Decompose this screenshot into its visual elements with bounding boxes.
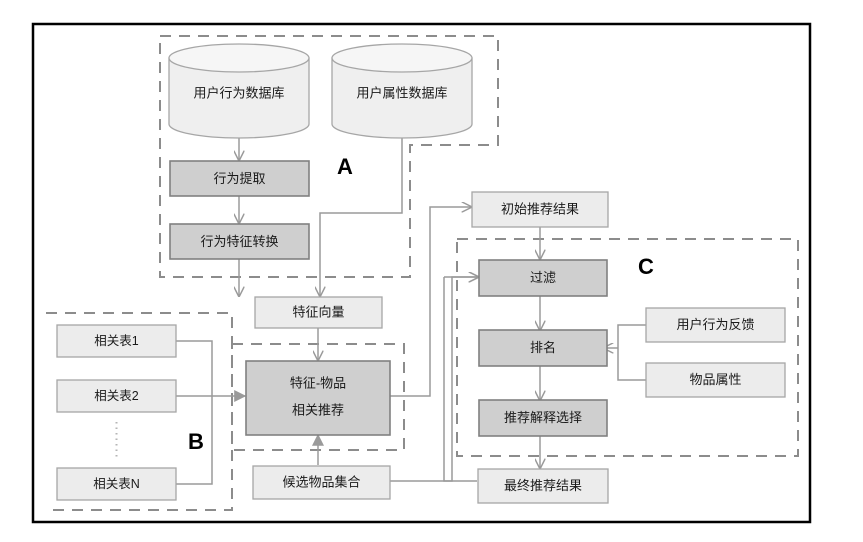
node-filter-label: 过滤: [530, 270, 556, 285]
node-user-behavior-feedback-label: 用户行为反馈: [676, 317, 754, 332]
node-user-profile-db-label: 用户属性数据库: [356, 85, 447, 100]
node-final-rec-result[interactable]: 最终推荐结果: [477, 468, 609, 504]
node-user-behavior-db[interactable]: 用户行为数据库: [168, 43, 310, 139]
node-rec-explanation-select[interactable]: 推荐解释选择: [478, 399, 608, 437]
edge-feedback-bus-bottom: [617, 348, 646, 381]
node-related-table-n[interactable]: 相关表N: [56, 467, 177, 501]
node-user-behavior-db-label: 用户行为数据库: [193, 85, 284, 100]
node-item-attributes-label: 物品属性: [689, 372, 741, 387]
node-feature-item-rec[interactable]: 特征-物品 相关推荐: [245, 360, 391, 436]
node-feature-item-rec-label-line1: 特征-物品: [290, 375, 346, 390]
group-b-letter: B: [188, 429, 204, 454]
node-behavior-extraction[interactable]: 行为提取: [169, 160, 310, 197]
node-feature-vector[interactable]: 特征向量: [254, 296, 383, 329]
node-related-table-2[interactable]: 相关表2: [56, 379, 177, 413]
node-feature-vector-label: 特征向量: [292, 304, 344, 319]
node-related-table-n-label: 相关表N: [93, 477, 140, 491]
group-a-boundary: [159, 35, 499, 278]
node-final-rec-result-label: 最终推荐结果: [504, 478, 582, 493]
edge-rec-to-initial-result: [390, 207, 471, 397]
node-feature-item-rec-label-line2: 相关推荐: [292, 402, 344, 417]
node-ranking[interactable]: 排名: [478, 329, 608, 367]
outer-frame: [31, 22, 812, 524]
edge-candidate-to-filter: [390, 277, 478, 482]
edge-tablen-bus: [176, 396, 213, 485]
node-user-profile-db[interactable]: 用户属性数据库: [331, 43, 473, 139]
node-related-table-2-label: 相关表2: [94, 389, 139, 403]
edge-final-loop-back: [443, 277, 477, 482]
node-behavior-feature-transform[interactable]: 行为特征转换: [169, 223, 310, 260]
node-behavior-extraction-label: 行为提取: [213, 171, 265, 186]
node-related-table-1-label: 相关表1: [94, 334, 139, 348]
group-b-boundary: [46, 312, 233, 511]
node-item-attributes[interactable]: 物品属性: [645, 362, 786, 398]
edge-feedback-bus-top: [617, 324, 646, 348]
group-a-letter: A: [337, 154, 353, 179]
node-initial-rec-result[interactable]: 初始推荐结果: [471, 191, 609, 228]
node-related-table-1[interactable]: 相关表1: [56, 324, 177, 358]
node-filter[interactable]: 过滤: [478, 259, 608, 297]
node-candidate-item-set[interactable]: 候选物品集合: [252, 465, 391, 500]
node-user-behavior-feedback[interactable]: 用户行为反馈: [645, 307, 786, 343]
group-c-letter: C: [638, 254, 654, 279]
group-c-boundary: [456, 238, 799, 457]
node-initial-rec-result-label: 初始推荐结果: [501, 201, 579, 216]
node-behavior-feature-transform-label: 行为特征转换: [200, 234, 278, 249]
edge-table1-bus: [176, 340, 213, 396]
edge-profile-db-to-feature-vector: [320, 136, 403, 296]
node-ranking-label: 排名: [530, 340, 556, 355]
node-candidate-item-set-label: 候选物品集合: [282, 474, 360, 489]
node-rec-explanation-select-label: 推荐解释选择: [504, 410, 582, 425]
